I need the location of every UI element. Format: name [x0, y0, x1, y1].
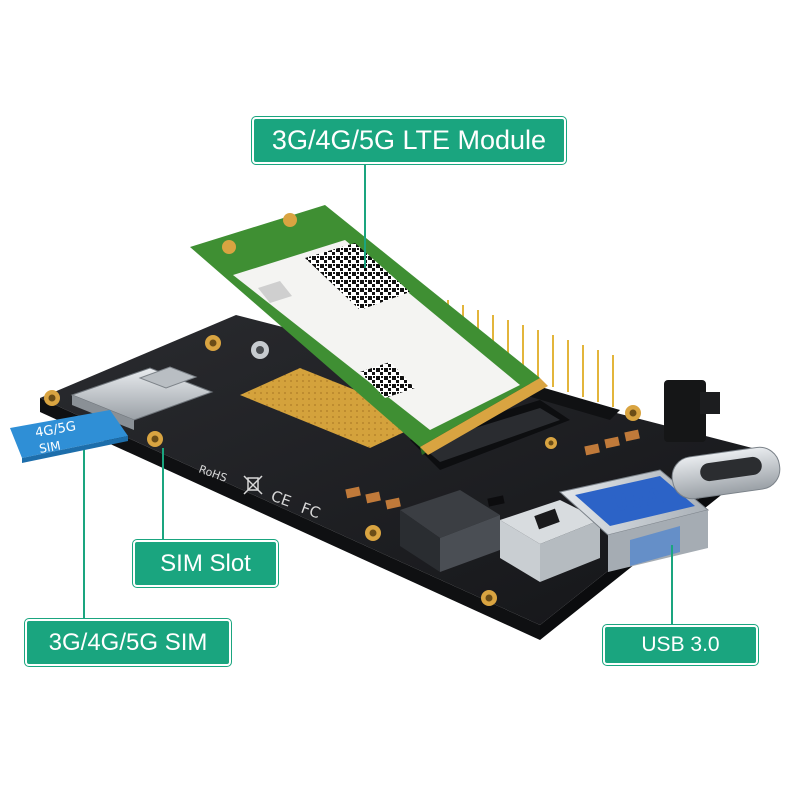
wireless-cert-icon	[258, 281, 292, 303]
callout-sim-slot: SIM Slot	[133, 540, 278, 587]
m2-connector-pins	[420, 408, 560, 462]
board-mark-ce: CE	[269, 487, 294, 511]
callout-usb-3: USB 3.0	[603, 625, 758, 665]
callout-lte-module: 3G/4G/5G LTE Module	[252, 117, 566, 164]
lte-module	[190, 205, 548, 455]
qr-code-large	[305, 243, 410, 310]
sim-card: 4G/5G SIM	[10, 410, 128, 463]
sim-card-label-line2: SIM	[38, 438, 62, 456]
usb-3-port: U∪A	[558, 469, 710, 572]
passive-components	[345, 429, 640, 510]
mounting-holes	[44, 335, 747, 606]
callout-sim-card: 3G/4G/5G SIM	[25, 619, 231, 666]
sim-card-label-line1: 4G/5G	[34, 419, 77, 441]
antenna-jack	[664, 380, 720, 442]
qr-code-small	[360, 362, 415, 398]
callout-leader-lines	[83, 164, 673, 625]
weee-bin-icon	[243, 475, 263, 495]
module-edge-contacts	[420, 378, 548, 455]
module-label	[233, 240, 520, 430]
board-mark-fc: FC	[299, 499, 323, 522]
thermal-pad	[240, 368, 430, 448]
usb-c-port	[671, 446, 781, 500]
power-switch	[400, 490, 600, 582]
